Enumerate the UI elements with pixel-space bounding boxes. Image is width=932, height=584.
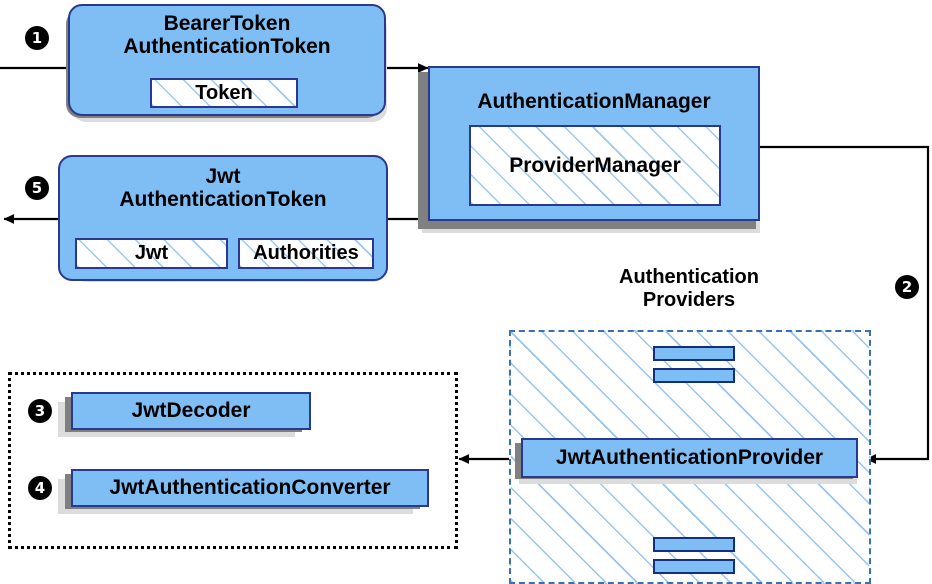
step-badge-2: 2 xyxy=(895,275,919,299)
jwt-resources-group xyxy=(8,372,458,549)
jwt-authentication-converter-box[interactable]: JwtAuthenticationConverter xyxy=(71,469,429,507)
jwt-token-title-line2: AuthenticationToken xyxy=(119,188,327,212)
step-badge-4: 4 xyxy=(28,476,52,500)
bearer-token-title-line1: BearerToken xyxy=(163,12,291,35)
step-badge-1-number: 1 xyxy=(31,28,43,47)
jwt-token-inner-jwt-box: Jwt xyxy=(75,238,228,269)
jwt-token-inner-authorities-label: Authorities xyxy=(253,242,359,264)
jwt-token-inner-jwt-label: Jwt xyxy=(134,242,169,264)
provider-manager-inner-box: ProviderManager xyxy=(469,125,721,206)
provider-stack-bar-top-2 xyxy=(653,368,735,383)
bearer-token-inner-token-box: Token xyxy=(150,78,298,108)
jwt-decoder-box[interactable]: JwtDecoder xyxy=(71,392,311,430)
provider-manager-label: ProviderManager xyxy=(509,153,681,177)
authentication-providers-label-line1: Authentication xyxy=(619,266,759,288)
step-badge-5: 5 xyxy=(25,176,49,200)
jwt-authentication-provider-box[interactable]: JwtAuthenticationProvider xyxy=(521,438,858,478)
authentication-providers-label: Authentication Providers xyxy=(576,266,802,312)
provider-stack-bar-top-1 xyxy=(653,346,735,361)
step-badge-1: 1 xyxy=(25,26,49,50)
bearer-token-inner-label: Token xyxy=(195,81,253,104)
step-badge-4-number: 4 xyxy=(34,478,46,497)
step-badge-3-number: 3 xyxy=(34,401,46,420)
jwt-decoder-label: JwtDecoder xyxy=(131,399,251,423)
jwt-authentication-converter-label: JwtAuthenticationConverter xyxy=(109,476,391,500)
step-badge-3: 3 xyxy=(28,399,52,423)
bearer-token-title-line2: AuthenticationToken xyxy=(123,35,331,59)
jwt-authentication-provider-label: JwtAuthenticationProvider xyxy=(555,446,824,470)
jwt-token-title-line1: Jwt xyxy=(205,165,241,188)
provider-stack-bar-bottom-2 xyxy=(653,559,735,574)
jwt-token-inner-authorities-box: Authorities xyxy=(238,238,374,269)
provider-stack-bar-bottom-1 xyxy=(653,537,735,552)
authentication-manager-title: AuthenticationManager xyxy=(477,90,711,113)
step-badge-2-number: 2 xyxy=(901,277,913,296)
step-badge-5-number: 5 xyxy=(31,178,43,197)
authentication-providers-label-line2: Providers xyxy=(642,289,736,311)
